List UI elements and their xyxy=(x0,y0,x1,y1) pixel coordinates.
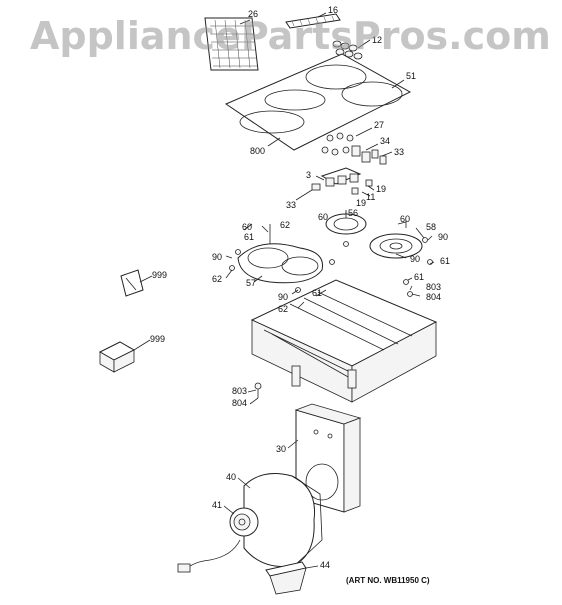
art-number: (ART NO. WB11950 C) xyxy=(346,576,430,585)
part-33-clips[interactable] xyxy=(371,149,387,165)
label-51: 51 xyxy=(406,71,416,81)
label-61d: 61 xyxy=(312,288,322,298)
label-58: 58 xyxy=(426,222,436,232)
label-62c: 62 xyxy=(278,304,288,314)
label-800: 800 xyxy=(250,146,265,156)
part-34-switch[interactable] xyxy=(351,145,371,163)
part-56-element[interactable] xyxy=(325,212,367,235)
label-41: 41 xyxy=(212,500,222,510)
label-3: 3 xyxy=(306,170,311,180)
part-3-terminal-block[interactable] xyxy=(320,167,362,187)
part-26-grille[interactable] xyxy=(204,17,259,71)
label-803b: 803 xyxy=(232,386,247,396)
part-chassis-tray[interactable] xyxy=(250,279,438,403)
part-51-cooktop[interactable] xyxy=(224,53,412,151)
label-90c: 90 xyxy=(410,254,420,264)
part-803-screw[interactable] xyxy=(254,382,262,398)
label-27: 27 xyxy=(374,120,384,130)
label-90a: 90 xyxy=(438,232,448,242)
label-999a: 999 xyxy=(152,270,167,280)
label-62a: 62 xyxy=(280,220,290,230)
label-16: 16 xyxy=(328,5,338,15)
label-19b: 19 xyxy=(356,198,366,208)
part-labels: 26 16 12 51 800 27 34 33 3 33 19 11 19 6… xyxy=(150,5,450,570)
label-60b: 60 xyxy=(318,212,328,222)
label-56: 56 xyxy=(348,208,358,218)
label-57: 57 xyxy=(246,278,256,288)
label-62b: 62 xyxy=(212,274,222,284)
part-999-box[interactable] xyxy=(98,341,136,373)
label-34: 34 xyxy=(380,136,390,146)
label-61a: 61 xyxy=(244,232,254,242)
part-57-double-element[interactable] xyxy=(237,224,324,284)
label-11: 11 xyxy=(366,192,375,202)
label-33a: 33 xyxy=(394,147,404,157)
label-90d: 90 xyxy=(278,292,288,302)
label-26: 26 xyxy=(248,9,258,19)
label-60c: 60 xyxy=(400,214,410,224)
label-804b: 804 xyxy=(232,398,247,408)
part-12-knobs[interactable] xyxy=(332,40,363,60)
label-803a: 803 xyxy=(426,282,441,292)
label-804a: 804 xyxy=(426,292,441,302)
label-19a: 19 xyxy=(376,184,386,194)
label-60a: 60 xyxy=(242,222,252,232)
label-30: 30 xyxy=(276,444,286,454)
label-12: 12 xyxy=(372,35,382,45)
motor-wire xyxy=(177,539,241,573)
label-44: 44 xyxy=(320,560,330,570)
leader-lines xyxy=(133,12,435,569)
part-44-collector[interactable] xyxy=(265,561,307,595)
part-16-strip[interactable] xyxy=(285,13,341,29)
label-33b: 33 xyxy=(286,200,296,210)
label-61c: 61 xyxy=(414,272,424,282)
label-61b: 61 xyxy=(440,256,450,266)
label-90b: 90 xyxy=(212,252,222,262)
part-40-blower[interactable] xyxy=(243,473,323,568)
part-41-motor[interactable] xyxy=(229,507,259,537)
label-40: 40 xyxy=(226,472,236,482)
part-58-element[interactable] xyxy=(369,220,423,259)
part-19-clip[interactable] xyxy=(351,179,373,195)
part-27-connectors[interactable] xyxy=(321,132,354,156)
part-999-card[interactable] xyxy=(120,269,144,297)
part-33-bracket[interactable] xyxy=(311,183,321,191)
label-999b: 999 xyxy=(150,334,165,344)
